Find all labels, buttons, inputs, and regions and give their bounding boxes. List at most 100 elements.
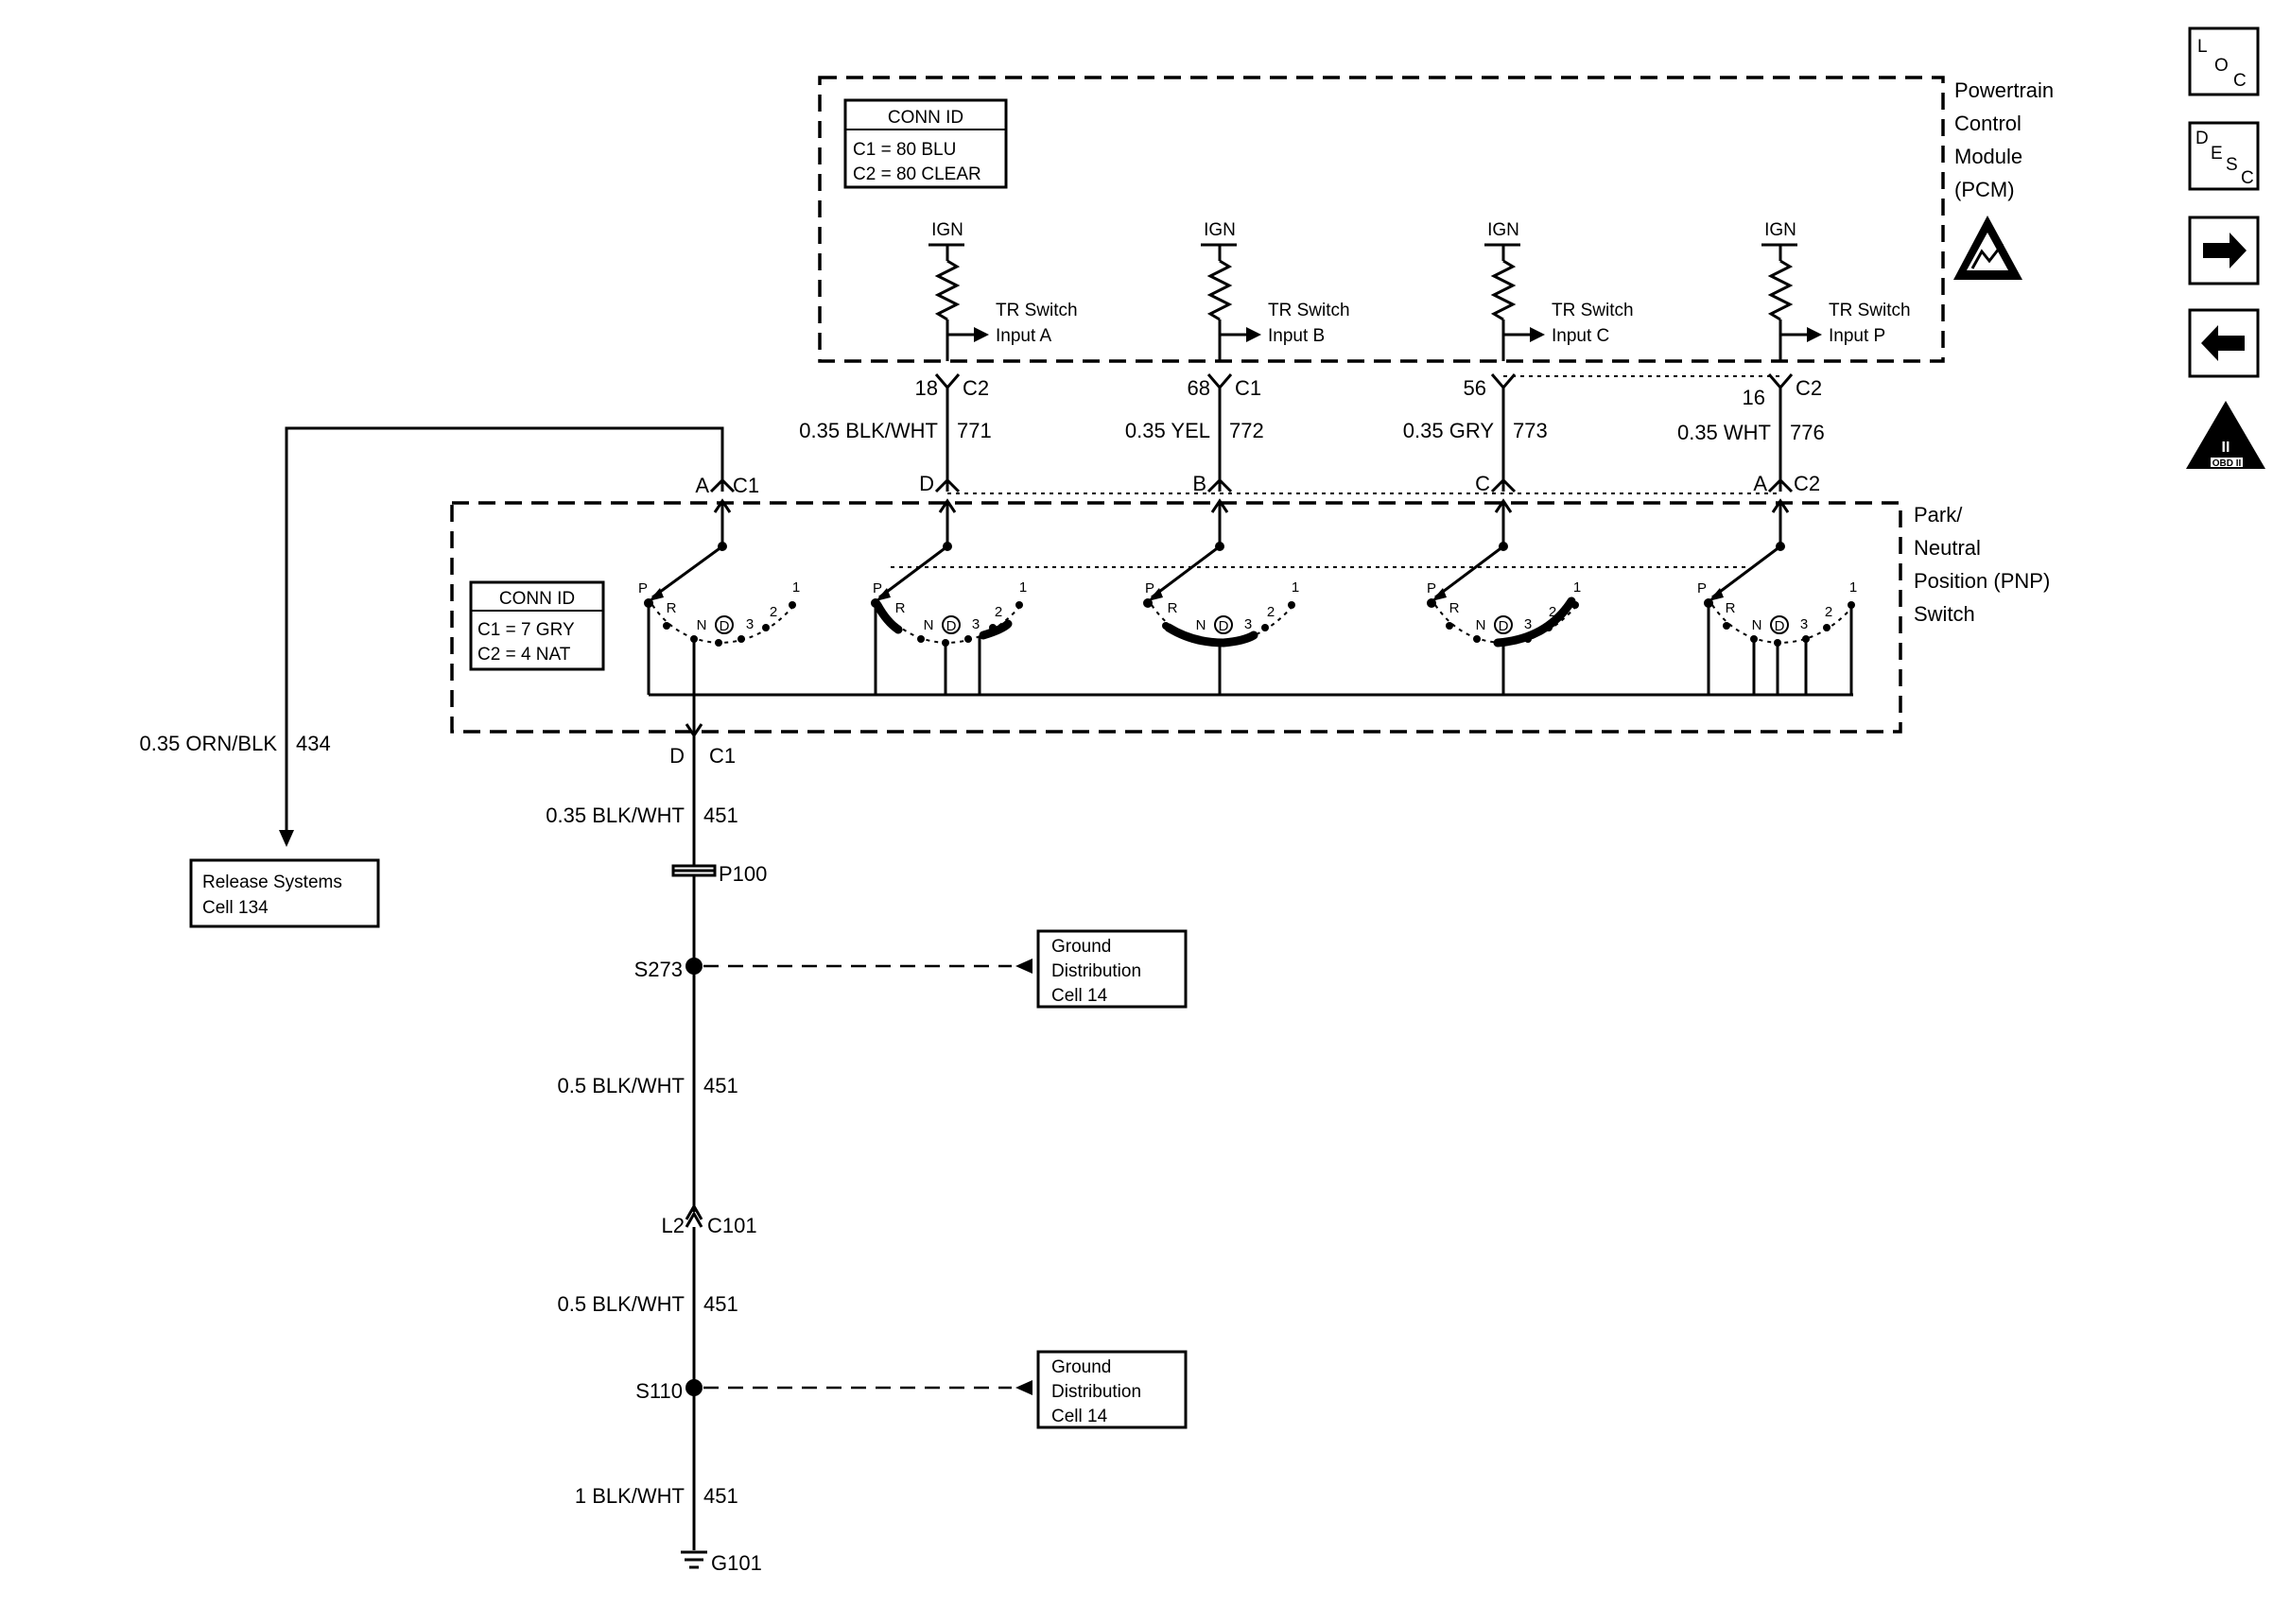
pcm-conn-id-box: CONN ID C1 = 80 BLU C2 = 80 CLEAR <box>843 98 1008 189</box>
ground-distribution-box-2[interactable]: Ground Distribution Cell 14 <box>1036 1350 1188 1429</box>
pos-R: R <box>1726 600 1736 616</box>
back-arrow-icon[interactable] <box>2188 308 2260 378</box>
pos-R: R <box>1449 600 1460 616</box>
pos-N: N <box>1476 617 1486 633</box>
pcm-conn-id-line2: C2 = 80 CLEAR <box>853 164 981 184</box>
pos-P: P <box>1697 580 1707 596</box>
pos-P: P <box>1145 580 1154 596</box>
gd2-line1: Ground <box>1051 1357 1111 1377</box>
ground-wire-2-gauge: 0.5 BLK/WHT <box>558 1074 685 1097</box>
pos-P: P <box>873 580 882 596</box>
obd-label: OBD II <box>2212 458 2242 469</box>
pcm-input-c: IGN TR Switch Input C <box>1484 220 1634 361</box>
pos-P: P <box>638 580 648 596</box>
pnp-conn-id-box: CONN ID C1 = 7 GRY C2 = 4 NAT <box>469 580 605 671</box>
switch-section-1: P R N D 3 2 1 <box>638 542 800 695</box>
pcm-conn-id-line1: C1 = 80 BLU <box>853 140 956 160</box>
release-systems-box[interactable]: Release Systems Cell 134 <box>189 858 380 928</box>
ground-path: 0.35 BLK/WHT 451 P100 S273 Ground Distri… <box>546 745 1188 1575</box>
pos-3: 3 <box>1800 616 1808 632</box>
pcm-to-pnp-wires: 18 C2 0.35 BLK/WHT 771 68 C1 0.35 YEL 77… <box>799 373 1825 494</box>
pcm-pin-label: 16 <box>1743 386 1765 409</box>
release-wire-circuit: 434 <box>296 732 331 755</box>
wire-gauge-color: 0.35 GRY <box>1403 419 1495 442</box>
ground-symbol-icon <box>681 1550 707 1569</box>
ground-wire-4-gauge: 1 BLK/WHT <box>575 1484 685 1508</box>
pos-D: D <box>720 618 730 634</box>
switch-section-5: P R N D 3 2 1 <box>1697 542 1857 695</box>
release-path: 0.35 ORN/BLK 434 Release Systems Cell 13… <box>139 426 724 928</box>
tr-switch-label: TR Switch <box>1552 301 1634 320</box>
pcm-pin-label: 18 <box>915 376 938 400</box>
pcm-pin-label: 68 <box>1188 376 1210 400</box>
obd-ii-icon[interactable]: II OBD II <box>2186 401 2265 469</box>
release-box-line2: Cell 134 <box>202 898 269 918</box>
pass-through-label: P100 <box>719 862 767 886</box>
pos-N: N <box>697 617 707 633</box>
pcm-pin-label: 56 <box>1464 376 1486 400</box>
pnp-pin-label: D <box>919 472 934 495</box>
wire-gauge-color: 0.35 YEL <box>1125 419 1210 442</box>
desc-letter-c: C <box>2241 168 2254 188</box>
pnp-pin-label: C <box>1475 472 1490 495</box>
wire-circuit: 772 <box>1229 419 1264 442</box>
pnp-pin-label: A <box>1753 472 1767 495</box>
ground-wire-2-circuit: 451 <box>703 1074 738 1097</box>
pcm-block: Powertrain Control Module (PCM) CONN ID … <box>818 76 2054 363</box>
pnp-title-line2: Neutral <box>1914 536 1981 560</box>
pos-P: P <box>1427 580 1436 596</box>
pos-1: 1 <box>792 579 800 596</box>
pnp-bottom-conn: C1 <box>709 744 736 768</box>
wire-circuit: 776 <box>1790 421 1825 444</box>
splice-s273: S273 <box>634 958 683 981</box>
pcm-conn-label: C2 <box>1796 376 1822 400</box>
pos-2: 2 <box>1825 604 1832 620</box>
pcm-title-line4: (PCM) <box>1954 178 2015 201</box>
ground-wire-4-circuit: 451 <box>703 1484 738 1508</box>
gd1-line1: Ground <box>1051 937 1111 957</box>
pcm-input-p: IGN TR Switch Input P <box>1761 220 1911 361</box>
gd1-line2: Distribution <box>1051 961 1141 981</box>
gd2-line2: Distribution <box>1051 1382 1141 1402</box>
wire-gauge-color: 0.35 WHT <box>1677 421 1771 444</box>
tr-input-label: Input C <box>1552 326 1609 346</box>
ground-wire-3-circuit: 451 <box>703 1292 738 1316</box>
pnp-title-line3: Position (PNP) <box>1914 569 2050 593</box>
pnp-pin-label: B <box>1192 472 1206 495</box>
tr-input-label: Input B <box>1268 326 1325 346</box>
pnp-conn-label: C1 <box>733 474 759 497</box>
pos-N: N <box>924 617 934 633</box>
ground-label: G101 <box>711 1551 762 1575</box>
pcm-input-b: IGN TR Switch Input B <box>1201 220 1350 361</box>
tr-switch-label: TR Switch <box>996 301 1078 320</box>
pnp-bottom-pin: D <box>669 744 685 768</box>
forward-arrow-icon[interactable] <box>2188 216 2260 285</box>
pos-2: 2 <box>1549 604 1556 620</box>
release-wire-gauge: 0.35 ORN/BLK <box>139 732 277 755</box>
ground-wire-3-gauge: 0.5 BLK/WHT <box>558 1292 685 1316</box>
splice-s110: S110 <box>635 1379 683 1403</box>
desc-icon[interactable]: D E S C <box>2188 121 2260 191</box>
obd-roman: II <box>2222 440 2230 456</box>
tr-switch-label: TR Switch <box>1268 301 1350 320</box>
pos-D: D <box>1219 618 1229 634</box>
loc-letter-l: L <box>2197 37 2208 57</box>
pos-1: 1 <box>1849 579 1857 596</box>
pos-D: D <box>1775 618 1785 634</box>
gd1-line3: Cell 14 <box>1051 986 1108 1006</box>
pos-3: 3 <box>746 616 754 632</box>
pnp-conn-id-line1: C1 = 7 GRY <box>477 620 575 640</box>
pos-D: D <box>1499 618 1509 634</box>
pos-1: 1 <box>1019 579 1027 596</box>
ground-distribution-box-1[interactable]: Ground Distribution Cell 14 <box>1036 929 1188 1009</box>
pos-3: 3 <box>972 616 980 632</box>
pos-R: R <box>895 600 906 616</box>
pcm-title-line2: Control <box>1954 112 2021 135</box>
release-box-line1: Release Systems <box>202 872 342 892</box>
switch-section-4: P R N D 3 2 1 <box>1427 542 1581 695</box>
loc-icon[interactable]: L O C <box>2188 26 2260 96</box>
pos-3: 3 <box>1244 616 1252 632</box>
loc-letter-o: O <box>2214 56 2229 76</box>
pnp-title-line1: Park/ <box>1914 503 1963 527</box>
pos-1: 1 <box>1292 579 1299 596</box>
